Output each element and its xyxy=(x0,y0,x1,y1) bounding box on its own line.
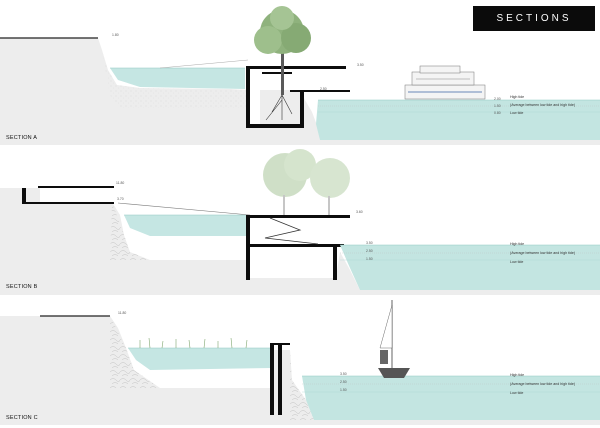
section-c-tide-low: Low tide xyxy=(510,391,523,395)
section-a-level-4: 1.50 xyxy=(494,104,501,108)
section-b-level-0: 11.80 xyxy=(116,181,124,185)
section-b: 11.80 3.70 3.60 3.50 2.50 1.50 High tide… xyxy=(0,149,600,295)
section-b-ramp xyxy=(117,202,251,216)
section-b-level-3: 3.50 xyxy=(366,241,373,245)
section-a-sea xyxy=(316,100,600,140)
section-c-ground xyxy=(0,316,600,425)
section-c-tide-high: High tide xyxy=(510,373,524,377)
section-c-level-3: 1.50 xyxy=(340,388,347,392)
section-a-tide-low: Low tide xyxy=(510,111,523,115)
section-a-label: SECTION A xyxy=(6,135,38,141)
section-c-rocks xyxy=(110,316,160,388)
section-c-level-0: 11.80 xyxy=(118,311,126,315)
section-b-rocks xyxy=(110,202,150,260)
section-b-tide-low: Low tide xyxy=(510,260,523,264)
section-a-tide-high: High tide xyxy=(510,95,524,99)
section-b-lake xyxy=(124,215,246,236)
section-a-ferry xyxy=(404,65,486,100)
section-a-ramp xyxy=(159,59,249,69)
section-b-ground xyxy=(0,188,600,295)
section-c-sailboat xyxy=(378,300,410,378)
section-c: 11.80 3.50 2.50 1.50 High tide (Average … xyxy=(0,300,600,425)
section-c-sea xyxy=(302,376,600,420)
section-c-lake xyxy=(128,348,272,370)
section-a-level-5: 0.80 xyxy=(494,111,501,115)
section-b-tide-avg: (Average between low tide and high tide) xyxy=(510,251,575,255)
section-b-level-2: 3.60 xyxy=(356,210,363,214)
section-a: 1.80 3.50 2.50 2.00 1.50 0.80 High tide … xyxy=(0,6,600,145)
section-b-label: SECTION B xyxy=(6,284,38,290)
section-a-lake xyxy=(110,68,245,89)
section-b-level-1: 3.70 xyxy=(117,197,124,201)
section-b-building xyxy=(246,215,350,280)
section-b-level-5: 1.50 xyxy=(366,257,373,261)
section-a-tree xyxy=(254,6,311,121)
section-b-trees xyxy=(263,149,350,215)
section-b-tide-high: High tide xyxy=(510,242,524,246)
sheet-title: SECTIONS xyxy=(473,6,595,31)
section-a-soil xyxy=(102,50,246,108)
section-a-level-3: 2.00 xyxy=(494,97,501,101)
section-b-level-4: 2.50 xyxy=(366,249,373,253)
section-a-tide-avg: (Average between low tide and high tide) xyxy=(510,103,575,107)
section-a-building xyxy=(246,66,350,128)
section-c-label: SECTION C xyxy=(6,415,38,421)
section-c-level-2: 2.50 xyxy=(340,380,347,384)
section-a-level-1: 3.50 xyxy=(357,63,364,67)
section-c-level-1: 3.50 xyxy=(340,372,347,376)
section-b-sea xyxy=(340,245,600,290)
section-b-road xyxy=(22,202,114,204)
section-c-tide-avg: (Average between low tide and high tide) xyxy=(510,382,575,386)
section-c-reeds xyxy=(139,337,248,349)
section-a-level-0: 1.80 xyxy=(112,33,119,37)
section-c-pier xyxy=(270,343,290,415)
section-a-level-2: 2.50 xyxy=(320,87,327,91)
